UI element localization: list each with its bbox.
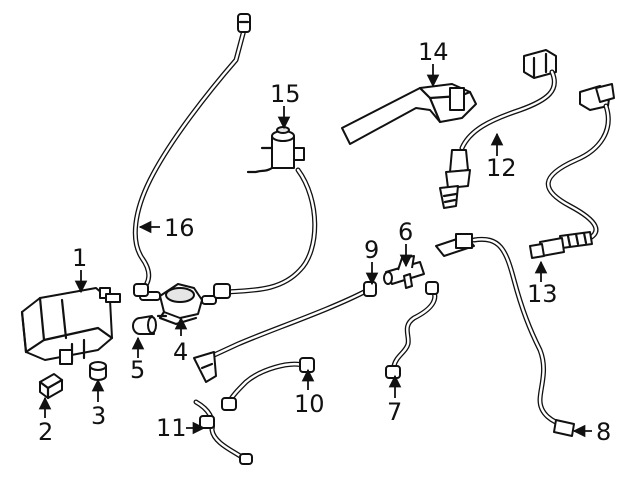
leader-lines: [38, 64, 592, 438]
callout-13: 13: [527, 280, 558, 308]
vapor-canister: [20, 287, 121, 365]
purge-valve: [139, 283, 217, 326]
callout-16: 16: [164, 214, 195, 242]
grommet-part: [89, 361, 107, 381]
callout-8: 8: [596, 418, 611, 446]
lower-hose: [193, 399, 253, 465]
callout-3: 3: [91, 402, 106, 430]
callout-9: 9: [364, 236, 379, 264]
callout-15: 15: [270, 80, 301, 108]
callout-14: 14: [418, 38, 449, 66]
callout-11: 11: [156, 414, 187, 442]
oxygen-sensor-upstream: [439, 49, 557, 209]
curved-hose: [221, 357, 315, 411]
leak-detection-pump: [213, 126, 318, 299]
mounting-bracket: [341, 83, 477, 145]
bent-hose: [385, 281, 439, 379]
callout-labels: 1 2 3 4 5 6 7 8 9 10 11 12 13 14 15 16: [38, 38, 611, 446]
connector-part: [132, 315, 157, 335]
purge-hose: [193, 281, 377, 383]
oxygen-sensor-downstream: [529, 83, 615, 259]
tee-connector: [383, 255, 425, 289]
vent-hose: [132, 13, 251, 297]
callout-12: 12: [486, 154, 517, 182]
callout-6: 6: [398, 218, 413, 246]
callout-7: 7: [387, 398, 402, 426]
callout-10: 10: [294, 390, 325, 418]
callout-1: 1: [72, 244, 87, 272]
cap-part: [38, 373, 64, 400]
callout-5: 5: [130, 356, 145, 384]
sensor-harness: [435, 233, 575, 437]
callout-2: 2: [38, 418, 53, 446]
callout-4: 4: [173, 338, 188, 366]
